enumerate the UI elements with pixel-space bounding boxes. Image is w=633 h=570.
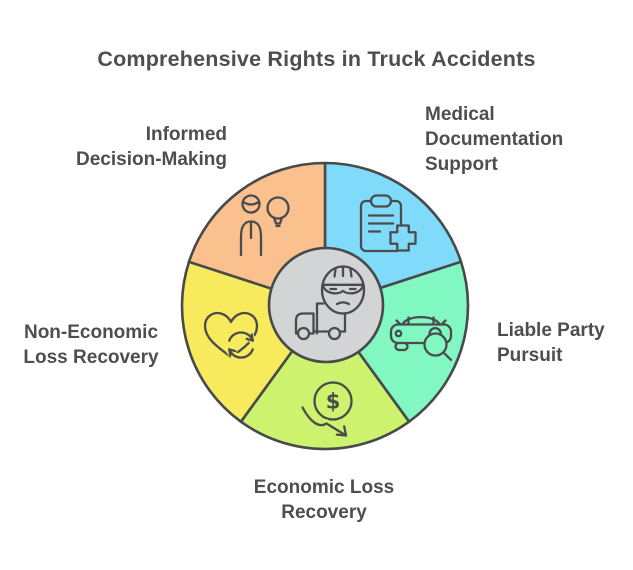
page-title: Comprehensive Rights in Truck Accidents (97, 47, 536, 71)
label-line: Informed (145, 124, 227, 145)
label-line: Non-Economic (23, 322, 159, 343)
label-non-economic-loss-recovery: Non-Economic Loss Recovery (0, 320, 201, 370)
person-lightbulb-icon (239, 194, 290, 257)
label-line: Economic Loss (253, 477, 395, 498)
label-line: Liable Party (497, 320, 605, 341)
label-line: Medical (425, 104, 495, 125)
dollar-decrease-icon: $ (298, 381, 353, 440)
label-economic-loss-recovery: Economic Loss Recovery (194, 475, 454, 525)
label-line: Decision-Making (76, 149, 227, 170)
segment-economic-loss-recovery (239, 304, 411, 451)
label-line: Loss Recovery (23, 347, 159, 368)
medical-clipboard-icon (359, 194, 417, 253)
label-medical-documentation-support: Medical Documentation Support (425, 102, 615, 177)
label-line: Support (425, 154, 498, 175)
car-search-icon (389, 315, 453, 361)
label-line: Pursuit (497, 345, 563, 366)
label-line: Recovery (281, 502, 367, 523)
label-liable-party-pursuit: Liable Party Pursuit (497, 318, 633, 368)
truck-driver-icon (294, 265, 366, 341)
label-line: Documentation (425, 129, 564, 150)
heart-recycle-icon (203, 311, 259, 362)
dollar-glyph: $ (326, 390, 341, 414)
rights-wheel-diagram: $ (180, 161, 470, 451)
label-informed-decision-making: Informed Decision-Making (7, 122, 227, 172)
